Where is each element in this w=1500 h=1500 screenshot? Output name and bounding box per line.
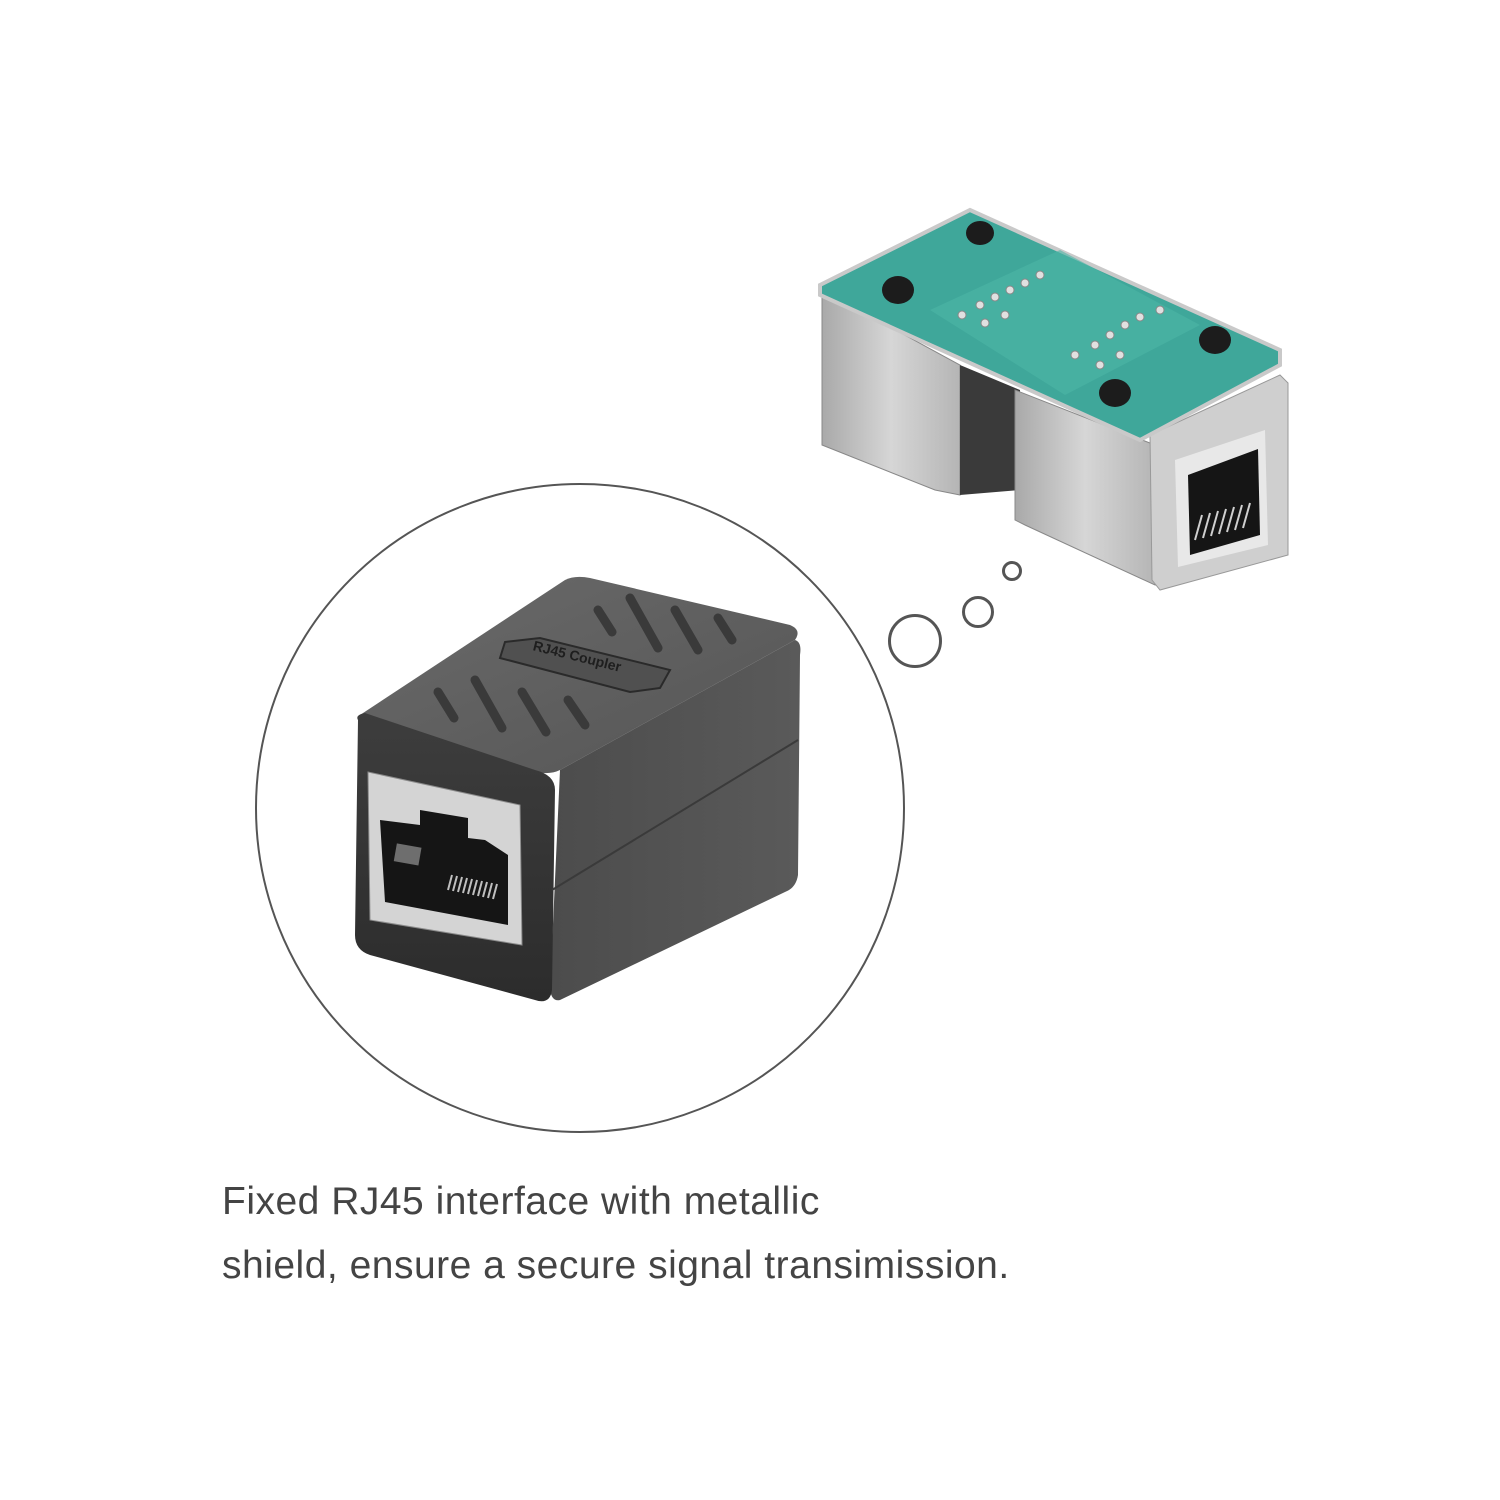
magnifier-circle <box>255 483 905 1133</box>
caption: Fixed RJ45 interface with metallic shiel… <box>222 1170 1010 1298</box>
caption-line-2: shield, ensure a secure signal transimis… <box>222 1244 1010 1287</box>
thought-bubble-medium <box>962 596 994 628</box>
caption-line-1: Fixed RJ45 interface with metallic <box>222 1180 820 1223</box>
rj45-coupler-image: RJ45 Coupler <box>355 576 801 1002</box>
thought-bubble-large <box>888 614 942 668</box>
pcb-coupler-image <box>818 207 1289 591</box>
thought-bubble-small <box>1002 561 1022 581</box>
